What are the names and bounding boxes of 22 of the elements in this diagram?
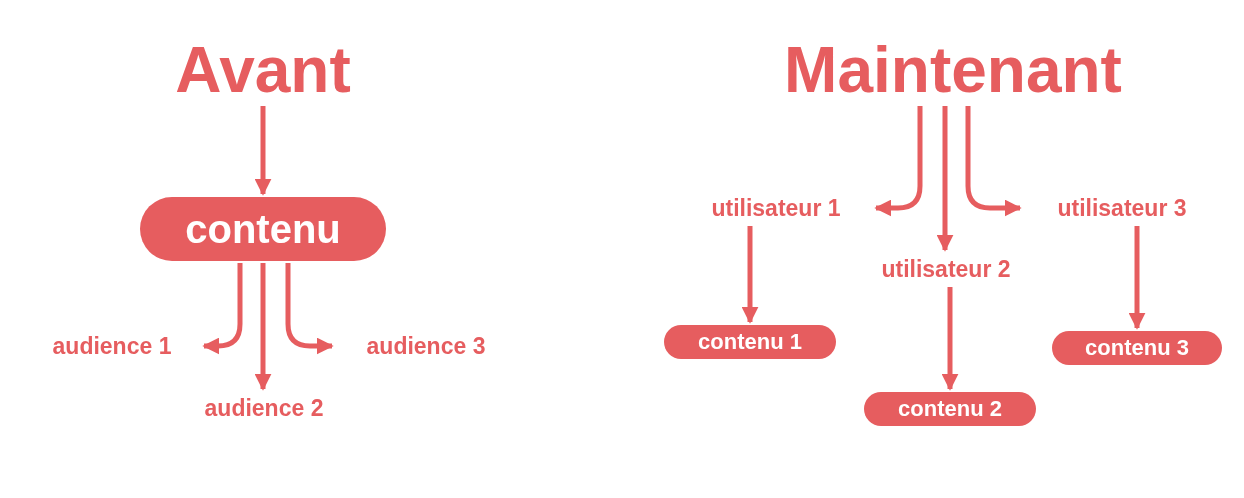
arrow [941,287,959,391]
content-pill: contenu 2 [864,392,1036,426]
arrow [202,263,243,355]
node-label: utilisateur 1 [680,192,872,224]
node-label: audience 1 [24,330,200,362]
node-label: utilisateur 2 [848,253,1044,285]
arrow [741,226,759,324]
node-label: audience 3 [336,330,516,362]
content-pill: contenu 1 [664,325,836,359]
arrow [285,263,334,355]
arrow [254,263,272,391]
content-pill: contenu [140,197,386,261]
arrow [965,106,1022,217]
arrow [874,106,923,217]
arrow [254,106,272,196]
heading: Avant [150,36,376,104]
heading: Maintenant [720,36,1186,104]
arrow [1128,226,1146,330]
content-pill: contenu 3 [1052,331,1222,365]
node-label: utilisateur 3 [1024,192,1220,224]
arrow [936,106,954,252]
node-label: audience 2 [174,392,354,424]
